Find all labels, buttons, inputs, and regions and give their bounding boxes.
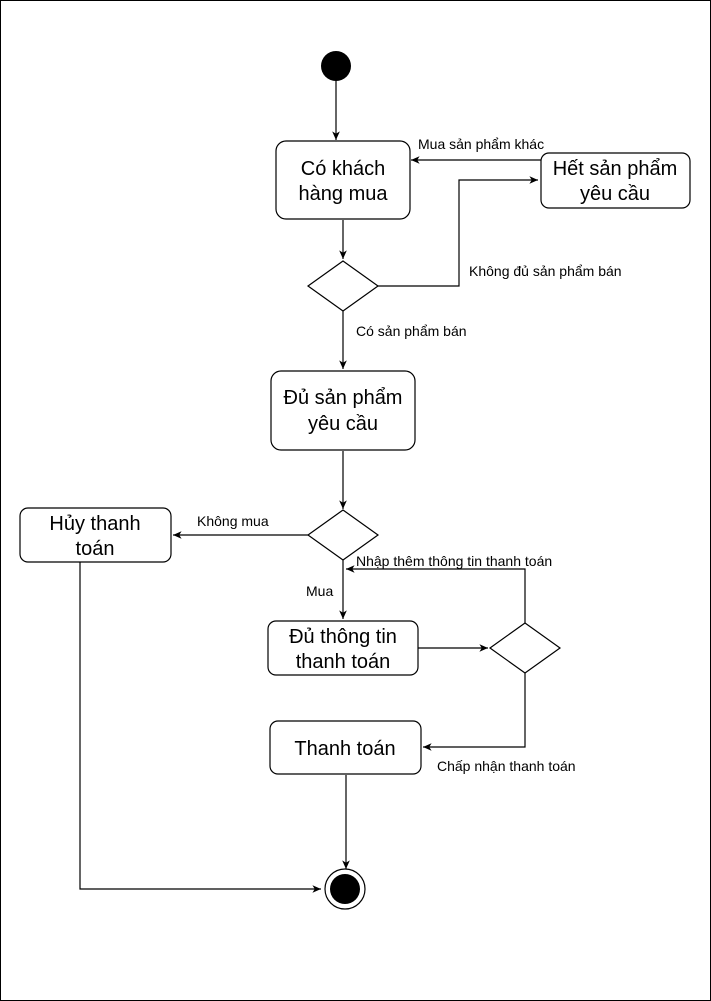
edge-decision1-to-out-of-stock xyxy=(378,176,538,287)
activity-enough-stock: Đủ sản phẩm yêu cầu xyxy=(270,370,416,451)
activity-enough-stock-line2: yêu cầu xyxy=(308,413,378,435)
activity-payment-label: Thanh toán xyxy=(294,738,395,760)
activity-enough-payment-info-line1: Đủ thông tin xyxy=(289,626,397,648)
end-node xyxy=(324,868,366,910)
label-accept-payment: Chấp nhận thanh toán xyxy=(437,758,576,774)
activity-cancel-payment: Hủy thanh toán xyxy=(19,507,172,563)
activity-cancel-payment-line1: Hủy thanh xyxy=(49,513,140,535)
label-has-stock: Có sản phẩm bán xyxy=(356,323,467,339)
label-buy: Mua xyxy=(306,583,333,599)
activity-enough-stock-line1: Đủ sản phẩm xyxy=(284,387,403,409)
edge-decision3-loop-back xyxy=(346,565,526,623)
label-no-buy: Không mua xyxy=(197,513,269,529)
activity-customer-buys-line1: Có khách xyxy=(301,158,386,180)
activity-customer-buys: Có khách hàng mua xyxy=(275,140,411,220)
activity-cancel-payment-line2: toán xyxy=(76,538,115,560)
decision-buy-check xyxy=(306,509,380,561)
decision-payment-info-check xyxy=(488,622,562,674)
label-enter-more-info: Nhập thêm thông tin thanh toán xyxy=(356,553,552,569)
activity-enough-payment-info-line2: thanh toán xyxy=(296,651,391,673)
activity-customer-buys-line2: hàng mua xyxy=(299,183,389,205)
label-not-enough-stock: Không đủ sản phẩm bán xyxy=(469,263,622,279)
decision-stock-check xyxy=(306,260,380,312)
activity-out-of-stock-line2: yêu cầu xyxy=(580,183,650,205)
start-node xyxy=(321,51,351,81)
label-buy-other: Mua sản phẩm khác xyxy=(418,136,544,152)
activity-enough-payment-info: Đủ thông tin thanh toán xyxy=(267,620,419,676)
activity-payment: Thanh toán xyxy=(269,720,422,775)
activity-out-of-stock-line1: Hết sản phẩm xyxy=(553,158,678,180)
edge-cancel-to-end xyxy=(79,562,321,893)
edge-decision3-to-payment xyxy=(423,673,526,751)
activity-out-of-stock: Hết sản phẩm yêu cầu xyxy=(540,152,691,209)
